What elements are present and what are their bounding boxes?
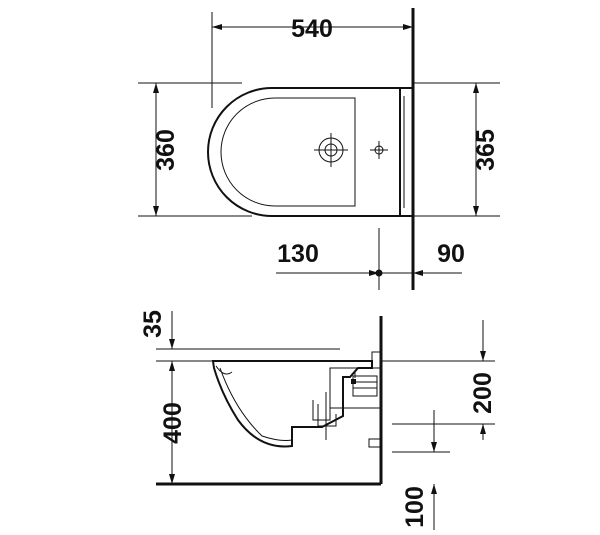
dim-100-label: 100 [401,486,429,528]
waste-pipe [317,404,337,427]
arrow-100-top [431,442,437,452]
side-view: 35 400 200 100 [139,310,497,530]
dim-360-label: 360 [152,129,180,171]
bowl-inner-outline [220,97,356,207]
dim-365-label: 365 [472,129,500,171]
arrow-360-top [153,83,159,93]
arrow-540-left [212,24,222,30]
dim-35-label: 35 [139,310,167,338]
drain-box [352,375,378,397]
dim-540-label: 540 [291,15,333,43]
bowl-inner-side [219,367,293,441]
dim-dot-130 [375,269,383,277]
top-view: 540 360 365 130 90 [138,8,500,290]
arrow-100-bottom [431,484,437,494]
dim-90-label: 90 [437,240,465,268]
arrow-400-bottom [169,474,175,484]
bidet-outline-side [211,360,373,448]
dim-400-label: 400 [159,402,187,444]
arrow-365-bottom [473,206,479,216]
dim-200-label: 200 [469,372,497,414]
bracket-lower-side [368,438,382,448]
arrow-360-bottom [153,206,159,216]
dim-130-label: 130 [277,240,319,268]
arrow-400-top [169,361,175,371]
drain-fixing-icon [351,379,356,384]
mounting-frame [329,367,382,409]
arrow-130 [369,270,379,276]
arrow-200-bottom [480,424,486,434]
wall-bracket [399,87,414,217]
arrow-200-top [480,351,486,361]
arrow-90 [413,270,423,276]
arrow-540-right [403,24,413,30]
arrow-35 [169,339,175,349]
arrow-365-top [473,83,479,93]
bidet-outline-top [207,87,400,217]
bowl-rim-side [215,365,233,375]
supply-pipe [312,400,338,421]
